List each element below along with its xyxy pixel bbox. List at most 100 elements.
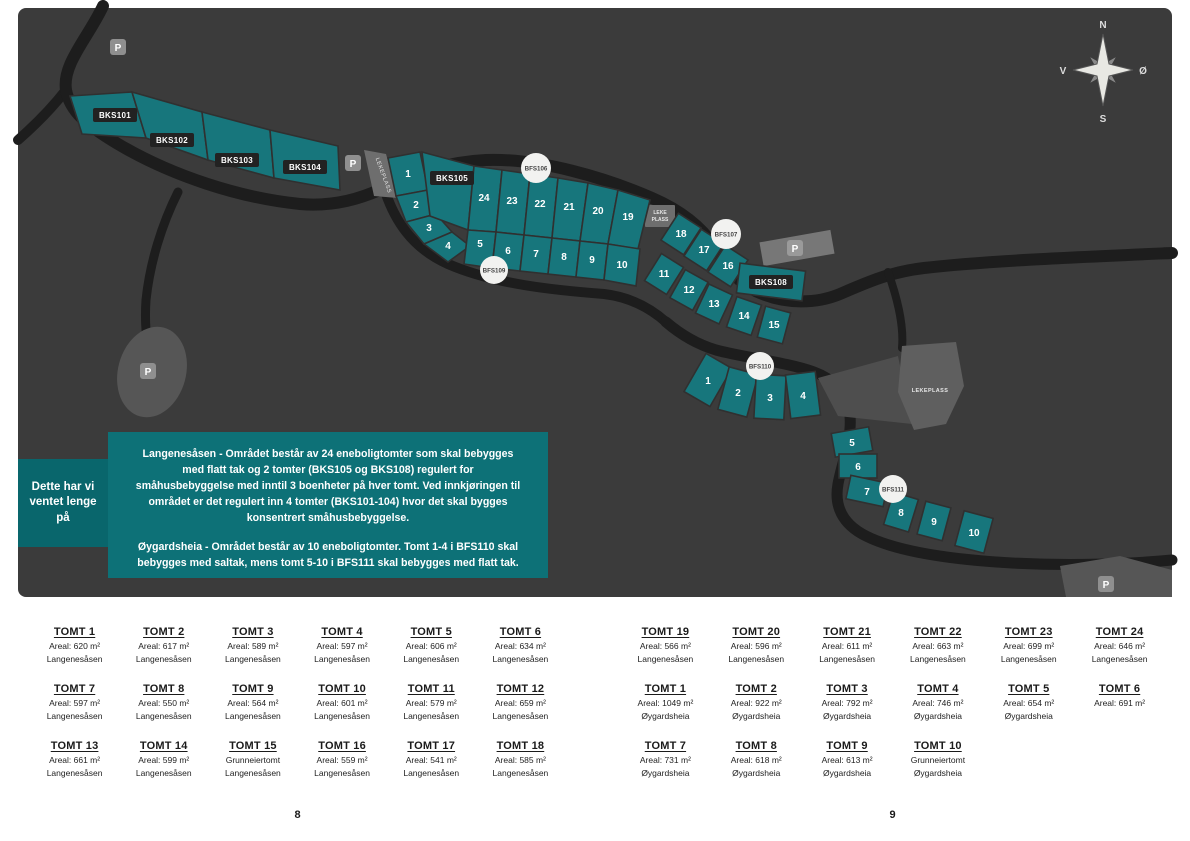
- tomt-area: Areal: 611 m²: [821, 641, 873, 651]
- tomt-area: Areal: 566 m²: [639, 641, 691, 651]
- gray-wedge: [818, 356, 912, 424]
- road-connector: [884, 268, 907, 352]
- plot-l22-number: 22: [534, 199, 546, 210]
- tomt-location: Langenesåsen: [637, 654, 694, 664]
- compass-west-label: V: [1060, 66, 1067, 77]
- plot-l15-number: 15: [768, 320, 780, 331]
- tomt-title: TOMT 2: [143, 626, 185, 638]
- plot-o2-number: 2: [735, 388, 741, 399]
- tomt-title: TOMT 15: [229, 740, 277, 752]
- tomt-area: Areal: 597 m²: [316, 641, 368, 651]
- tomt-area: Areal: 599 m²: [138, 755, 190, 765]
- compass-north-label: N: [1099, 20, 1106, 31]
- plot-o6-number: 6: [855, 462, 861, 473]
- bks102-label-box: [150, 133, 194, 147]
- plot-l4-number: 4: [445, 241, 451, 252]
- lekeplass-small-label-2: PLASS: [652, 217, 669, 223]
- plot-l5-number: 5: [477, 239, 483, 250]
- plot-l23-number: 23: [506, 196, 518, 207]
- bks104-label-box: [283, 160, 327, 174]
- tomt-area: Areal: 661 m²: [49, 755, 101, 765]
- tomt-title: TOMT 24: [1095, 626, 1144, 638]
- tomt-title: TOMT 5: [1008, 683, 1050, 695]
- tomt-title: TOMT 23: [1004, 626, 1053, 638]
- compass-rose-icon: N Ø S V: [1060, 20, 1147, 125]
- plot-o9: [916, 500, 952, 542]
- plot-l3-number: 3: [426, 223, 432, 234]
- tomt-title: TOMT 4: [917, 683, 959, 695]
- parking-icon: [110, 39, 126, 55]
- plot-l12: [668, 268, 710, 312]
- plot-l16-number: 16: [722, 261, 734, 272]
- parking-area-corner: [1060, 556, 1172, 597]
- tomt-title: TOMT 21: [823, 626, 871, 638]
- bks101-label: BKS101: [99, 111, 131, 120]
- description-oygardsheia: Øygardsheia - Området består av 10 enebo…: [137, 541, 519, 570]
- tomt-title: TOMT 7: [644, 740, 687, 752]
- tomt-title: TOMT 1: [53, 626, 96, 638]
- lekeplass-strip: [364, 150, 398, 198]
- tomt-area: Areal: 585 m²: [494, 755, 546, 765]
- tomt-title: TOMT 2: [735, 683, 777, 695]
- tomt-area: Areal: 596 m²: [730, 641, 782, 651]
- parking-label: P: [350, 159, 357, 170]
- tomt-title: TOMT 10: [318, 683, 366, 695]
- bfs107-label: BFS107: [715, 232, 738, 239]
- page-number-left: 8: [294, 809, 301, 821]
- tomt-area: Grunneiertomt: [225, 755, 281, 765]
- tomt-location: Øygardsheia: [732, 711, 781, 721]
- tomt-location: Langenesåsen: [403, 768, 460, 778]
- plot-o2: [716, 365, 760, 419]
- tomt-area: Areal: 613 m²: [821, 755, 873, 765]
- plot-o9-number: 9: [931, 517, 937, 528]
- tomt-location: Langenesåsen: [314, 711, 370, 721]
- tomt-title: TOMT 7: [53, 683, 96, 695]
- tomt-location: Øygardsheia: [913, 711, 963, 721]
- compass-main-star: [1072, 33, 1134, 107]
- plot-l17-number: 17: [698, 245, 710, 256]
- plot-l20-number: 20: [592, 206, 604, 217]
- compass-east-label: Ø: [1139, 66, 1147, 77]
- tomt-title: TOMT 10: [914, 740, 962, 752]
- tomt-area: Areal: 634 m²: [494, 641, 546, 651]
- bks105-label: BKS105: [436, 174, 468, 183]
- tomt-title: TOMT 8: [735, 740, 777, 752]
- tomt-location: Langenesåsen: [1000, 654, 1057, 664]
- gray-areas: [117, 150, 1172, 597]
- plot-l7-number: 7: [533, 249, 539, 260]
- plot-o1-number: 1: [705, 376, 711, 387]
- tomt-area: Areal: 691 m²: [1094, 698, 1146, 708]
- tomt-area: Areal: 646 m²: [1094, 641, 1146, 651]
- plot-l9-number: 9: [589, 255, 595, 266]
- plot-o5-number: 5: [849, 438, 855, 449]
- parking-label: P: [1103, 580, 1110, 591]
- tomt-title: TOMT 4: [321, 626, 363, 638]
- tomt-location: Øygardsheia: [1004, 711, 1053, 721]
- plot-l14: [725, 295, 763, 337]
- tomt-location: Langenesåsen: [728, 654, 785, 664]
- tomt-area: Areal: 618 m²: [730, 755, 782, 765]
- tomt-location: Langenesåsen: [135, 654, 192, 664]
- tomt-location: Øygardsheia: [641, 768, 690, 778]
- tomt-location: Langenesåsen: [492, 654, 549, 664]
- tomt-location: Langenesåsen: [46, 711, 103, 721]
- plot-l21-number: 21: [563, 202, 575, 213]
- tomt-location: Øygardsheia: [641, 711, 690, 721]
